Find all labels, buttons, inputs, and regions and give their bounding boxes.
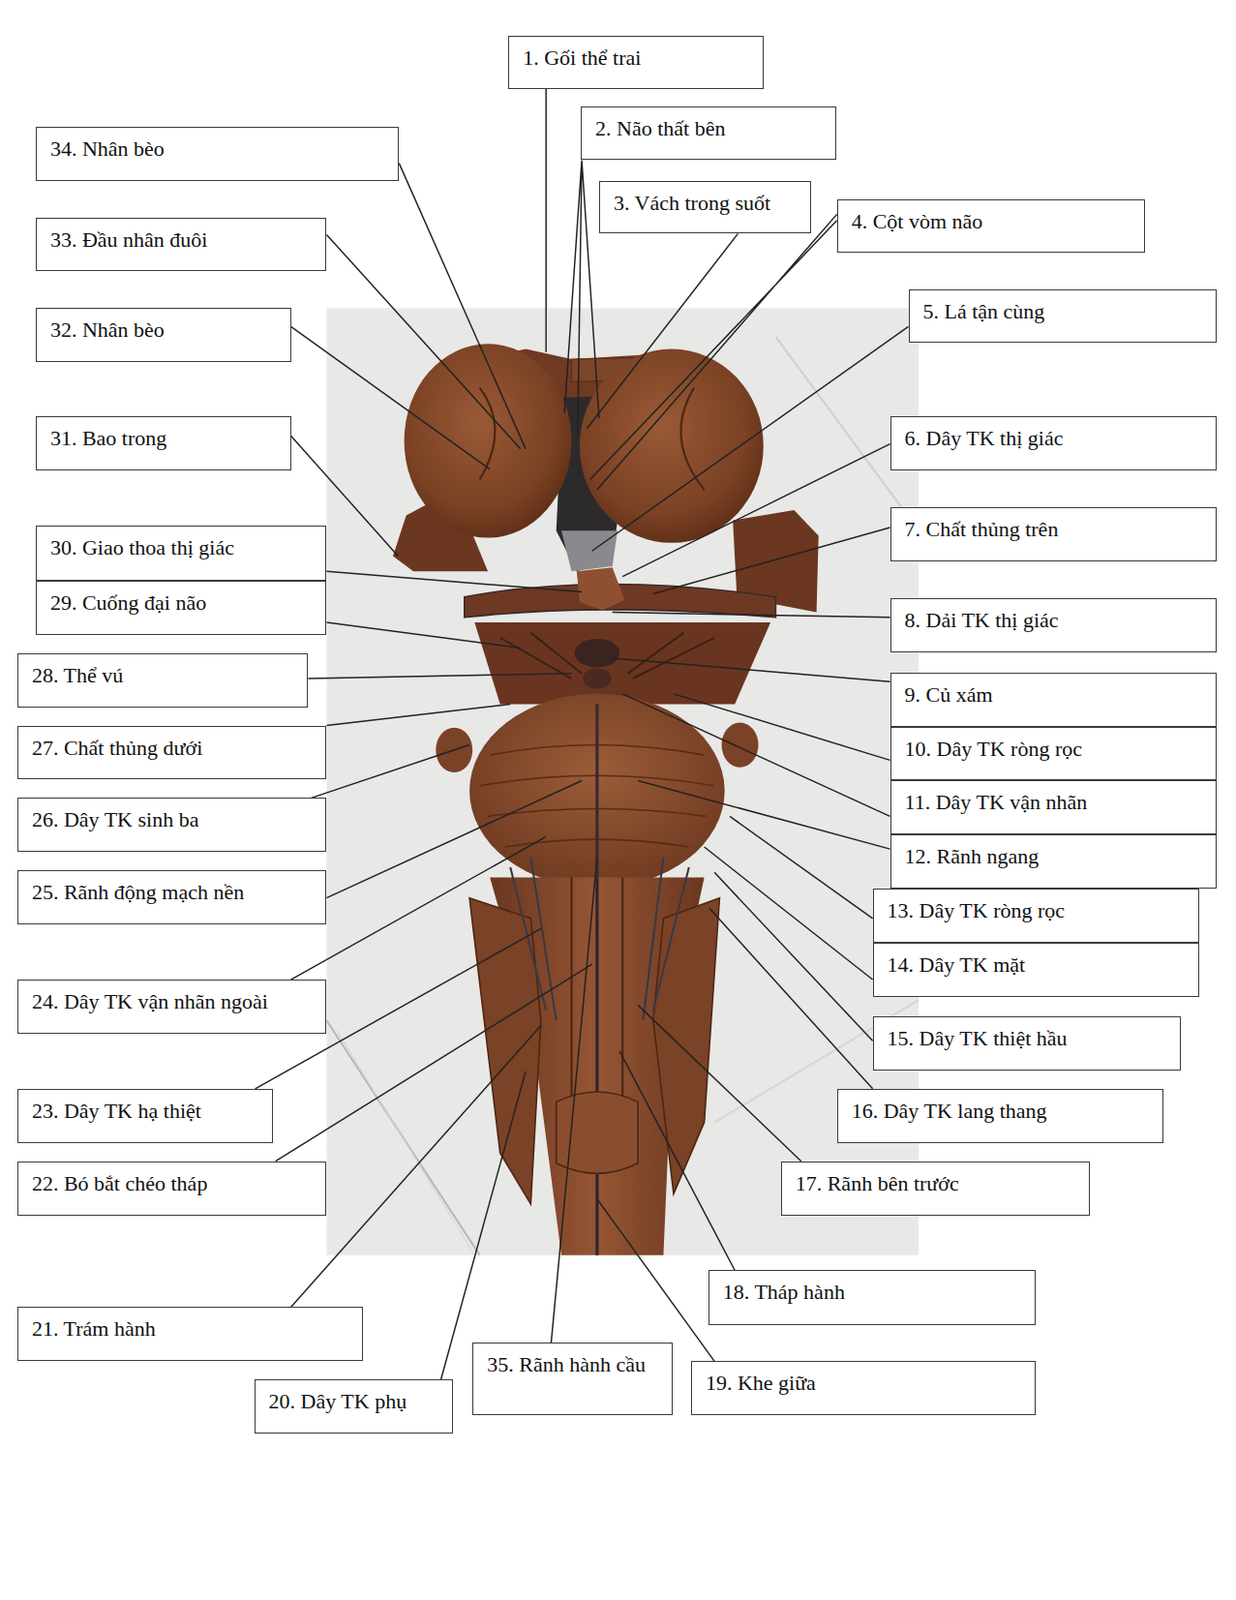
label-box: 7. Chất thủng trên (890, 507, 1217, 562)
label-box: 30. Giao thoa thị giác (35, 525, 328, 581)
label-text: 3. Vách trong suốt (613, 190, 797, 216)
label-text: 4. Cột vòm não (851, 209, 1131, 235)
label-box: 26. Dây TK sinh ba (17, 797, 328, 852)
label-box: 13. Dây TK ròng rọc (873, 888, 1200, 943)
label-box: 25. Rãnh động mạch nền (17, 870, 328, 925)
label-text: 22. Bó bắt chéo tháp (31, 1171, 313, 1197)
label-box: 35. Rãnh hành cầu (472, 1342, 673, 1416)
label-box: 31. Bao trong (35, 416, 292, 471)
label-text: 20. Dây TK phụ (269, 1388, 440, 1415)
label-box: 1. Gối thể trai (508, 35, 764, 90)
label-box: 8. Dải TK thị giác (890, 598, 1217, 653)
label-box: 21. Trám hành (17, 1306, 363, 1361)
label-box: 12. Rãnh ngang (890, 834, 1217, 889)
label-text: 32. Nhân bèo (50, 317, 277, 343)
label-box: 23. Dây TK hạ thiệt (17, 1088, 273, 1144)
label-box: 5. Lá tận cùng (908, 289, 1217, 343)
label-box: 11. Dây TK vận nhãn (890, 780, 1217, 835)
label-text: 11. Dây TK vận nhãn (904, 789, 1203, 815)
label-box: 20. Dây TK phụ (254, 1379, 454, 1434)
label-box: 15. Dây TK thiệt hầu (873, 1016, 1181, 1071)
label-box: 34. Nhân bèo (35, 126, 399, 181)
label-box: 27. Chất thủng dưới (17, 725, 328, 781)
label-text: 28. Thể vú (31, 663, 295, 689)
label-box: 28. Thể vú (17, 653, 309, 708)
label-box: 22. Bó bắt chéo tháp (17, 1161, 328, 1216)
label-box: 14. Dây TK mặt (873, 942, 1200, 997)
label-box: 19. Khe giữa (691, 1360, 1036, 1416)
label-text: 35. Rãnh hành cầu (486, 1352, 659, 1378)
label-text: 1. Gối thể trai (522, 45, 750, 71)
label-box: 4. Cột vòm não (837, 199, 1146, 254)
label-text: 13. Dây TK ròng rọc (887, 898, 1185, 924)
label-box: 2. Não thất bên (580, 106, 837, 161)
label-box: 29. Cuống đại não (35, 580, 328, 635)
label-text: 34. Nhân bèo (50, 136, 385, 162)
label-text: 10. Dây TK ròng rọc (904, 736, 1203, 762)
label-text: 30. Giao thoa thị giác (50, 535, 313, 561)
label-text: 15. Dây TK thiệt hầu (887, 1025, 1167, 1052)
label-text: 19. Khe giữa (705, 1370, 1022, 1396)
label-box: 24. Dây TK vận nhãn ngoài (17, 979, 328, 1034)
label-box: 16. Dây TK lang thang (837, 1088, 1164, 1144)
label-text: 18. Tháp hành (723, 1279, 1022, 1305)
label-text: 27. Chất thủng dưới (31, 735, 313, 761)
label-text: 16. Dây TK lang thang (851, 1098, 1149, 1124)
label-text: 21. Trám hành (31, 1316, 349, 1342)
label-text: 9. Củ xám (904, 682, 1203, 708)
label-text: 6. Dây TK thị giác (904, 425, 1203, 452)
label-text: 31. Bao trong (50, 425, 277, 452)
label-text: 25. Rãnh động mạch nền (31, 879, 313, 905)
label-box: 3. Vách trong suốt (599, 180, 812, 235)
label-text: 2. Não thất bên (595, 116, 822, 142)
label-text: 33. Đầu nhân đuôi (50, 227, 313, 253)
label-text: 23. Dây TK hạ thiệt (31, 1098, 259, 1124)
label-text: 7. Chất thủng trên (904, 516, 1203, 543)
label-text: 24. Dây TK vận nhãn ngoài (31, 989, 313, 1015)
label-box: 18. Tháp hành (708, 1269, 1036, 1326)
label-text: 17. Rãnh bên trước (795, 1171, 1077, 1197)
label-text: 26. Dây TK sinh ba (31, 807, 313, 833)
label-text: 8. Dải TK thị giác (904, 607, 1203, 634)
label-text: 29. Cuống đại não (50, 590, 313, 616)
label-box: 6. Dây TK thị giác (890, 416, 1217, 471)
label-box: 33. Đầu nhân đuôi (35, 217, 328, 272)
label-text: 12. Rãnh ngang (904, 844, 1203, 870)
label-text: 14. Dây TK mặt (887, 952, 1185, 978)
label-text: 5. Lá tận cùng (923, 299, 1203, 325)
label-box: 17. Rãnh bên trước (781, 1161, 1091, 1216)
label-box: 9. Củ xám (890, 672, 1217, 727)
label-box: 10. Dây TK ròng rọc (890, 726, 1217, 782)
label-box: 32. Nhân bèo (35, 307, 292, 362)
